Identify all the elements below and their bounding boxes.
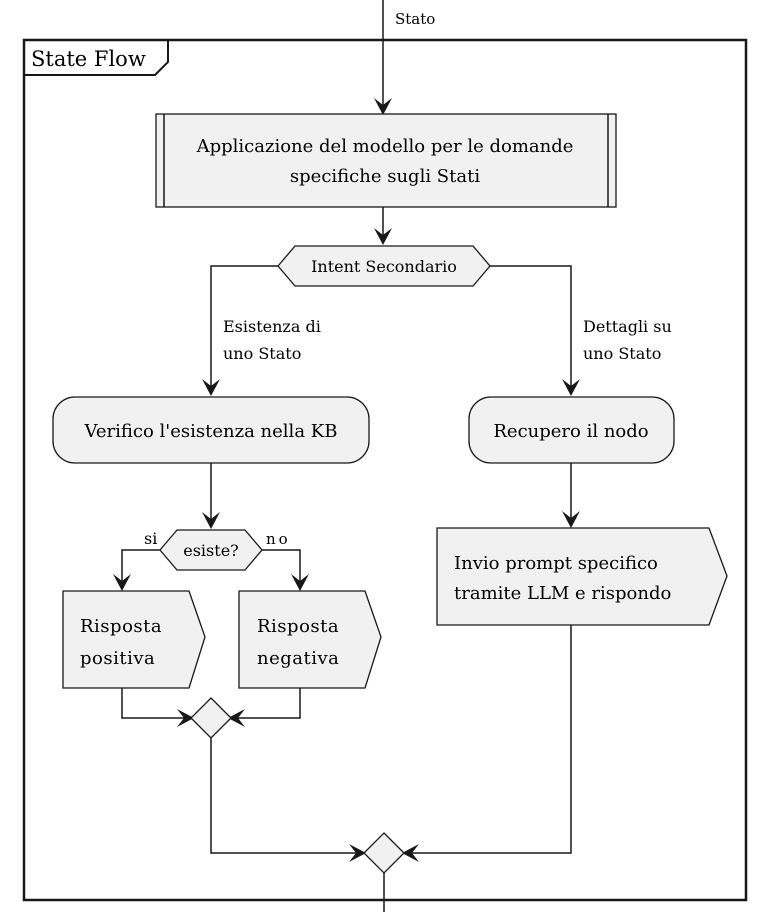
edge-right-final-merge — [410, 625, 572, 854]
left-branch-label-line2: uno Stato — [223, 344, 301, 363]
exists-check-label: esiste? — [183, 541, 238, 560]
arrowhead-negative — [291, 574, 309, 591]
merge-diamond-inner — [190, 697, 232, 739]
arrowhead-merge-right — [228, 709, 245, 727]
arrowhead-send — [562, 511, 580, 528]
subprocess-label-line1: Applicazione del modello per le domande — [196, 136, 574, 157]
send-prompt-line2: tramite LLM e rispondo — [454, 583, 671, 604]
edge-right-branch — [490, 265, 572, 387]
negative-reply-line1: Risposta — [257, 616, 339, 637]
exists-yes-label: si — [144, 529, 157, 548]
right-branch-label-line2: uno Stato — [583, 344, 661, 363]
merge-diamond-final — [363, 832, 405, 874]
arrowhead-check — [202, 512, 220, 529]
intent-switch-label: Intent Secondario — [311, 257, 457, 276]
negative-reply-line2: negativa — [257, 648, 339, 669]
arrowhead-positive — [113, 574, 131, 591]
left-branch-label-line1: Esistenza di — [223, 317, 321, 336]
verify-action-label: Verifico l'esistenza nella KB — [84, 421, 338, 442]
edge-yes — [121, 549, 160, 582]
fetch-action-label: Recupero il nodo — [493, 421, 648, 442]
positive-reply — [62, 590, 206, 689]
edge-positive-merge — [121, 688, 186, 719]
incoming-label: Stato — [395, 10, 435, 28]
send-prompt — [436, 527, 728, 626]
negative-reply — [238, 590, 382, 689]
incoming-arrowhead — [374, 98, 392, 115]
positive-reply-line1: Risposta — [80, 616, 162, 637]
arrowhead-merge-left — [177, 709, 194, 727]
partition-title-tab — [24, 39, 169, 76]
arrowhead-switch — [374, 228, 392, 245]
subprocess-label-line2: specifiche sugli Stati — [290, 166, 480, 187]
exists-no-label: no — [266, 530, 291, 548]
edge-negative-merge — [236, 688, 301, 719]
right-branch-label-line1: Dettagli su — [583, 317, 672, 336]
partition-title: State Flow — [31, 47, 146, 71]
edge-left-branch — [210, 265, 278, 387]
edge-left-final-merge — [210, 738, 358, 854]
partition-frame — [22, 38, 748, 902]
arrowhead-final-right — [402, 844, 419, 862]
edge-no — [262, 549, 301, 582]
arrowhead-verify — [202, 379, 220, 396]
positive-reply-line2: positiva — [80, 648, 155, 669]
subprocess-box — [155, 113, 617, 208]
arrowhead-fetch — [562, 379, 580, 396]
arrowhead-final-left — [349, 844, 366, 862]
send-prompt-line1: Invio prompt specifico — [454, 553, 658, 574]
